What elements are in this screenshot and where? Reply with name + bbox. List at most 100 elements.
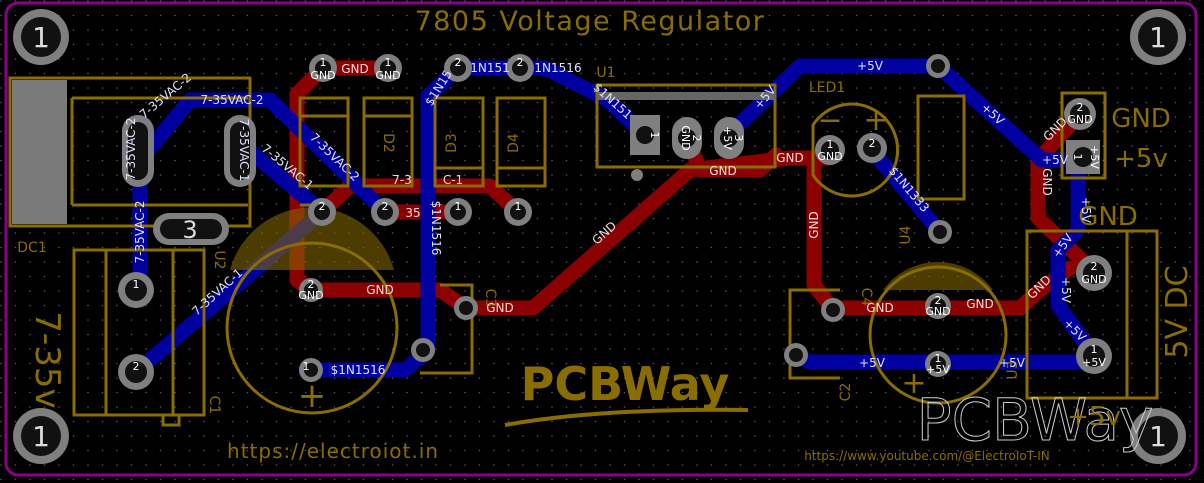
pad-net: GND (375, 69, 400, 82)
net-label-ac2: 7-35VAC-2 (200, 93, 263, 107)
net-label-1n1516-vert: $1N1516 (429, 201, 443, 256)
led-minus-icon: − (817, 103, 842, 138)
pad-num: 2 (133, 360, 140, 373)
u3-5v-label: +5v (1067, 402, 1121, 432)
led-plus-icon: + (863, 103, 888, 138)
mount-hole-bl-label: 1 (32, 420, 50, 453)
net-label-gnd: GND (807, 211, 821, 239)
mount-hole-br[interactable] (1130, 408, 1186, 464)
net-label-gnd: GND (966, 297, 994, 311)
pad-num: 2 (455, 56, 462, 69)
mount-hole-tr[interactable] (1130, 9, 1186, 65)
output-voltage-label: 5V DC (1160, 265, 1195, 358)
website-url: https://electroiot.in (227, 439, 439, 463)
refdes-c1: C1 (206, 396, 222, 415)
refdes-u1: U1 (596, 65, 615, 81)
refdes-dc1: DC1 (17, 240, 46, 256)
pad-num: 2 (935, 294, 942, 307)
net-label-5v-bottom: +5V (859, 356, 886, 370)
pad-num: 1 (320, 56, 327, 69)
refdes-d3: D3 (444, 133, 460, 153)
net-label-gnd: GND (366, 283, 394, 297)
refdes-led1: LED1 (809, 80, 845, 96)
u4-outline (916, 94, 966, 201)
header-outline (1060, 91, 1107, 180)
refdes-d2: D2 (380, 133, 396, 153)
refdes-u4: U4 (898, 225, 914, 244)
pad-num: 2 (308, 278, 315, 291)
input-voltage-label: 7-35v (27, 311, 67, 408)
refdes-c3: C3 (482, 289, 498, 308)
pad-num: 1 (385, 56, 392, 69)
pad-num: 1 (515, 200, 522, 213)
net-label-5v-u3: +5V (1059, 277, 1073, 304)
net-label-gnd: GND (709, 164, 737, 178)
mount-hole-bl[interactable] (13, 408, 69, 464)
pad-num: 2 (517, 56, 524, 69)
pad-net: GND (1067, 113, 1092, 126)
refdes-d4: D4 (506, 133, 522, 153)
u1-tab (597, 92, 775, 100)
pad-net: +5V (1082, 356, 1106, 369)
pad-num: 2 (1077, 101, 1084, 114)
d1-outline (298, 96, 350, 188)
net-label-ac1-front: 7-3 (392, 173, 412, 187)
net-label-ac2-vert: 7-35VAC-2 (133, 200, 147, 263)
d4-outline (495, 96, 547, 188)
pad-num: 1 (133, 278, 140, 291)
net-label-1n1516: 1N1516 (534, 61, 581, 75)
header-gnd-label: GND (1111, 104, 1171, 134)
refdes-u3: U3 (1005, 360, 1021, 379)
pad-net: +5V (926, 363, 950, 376)
net-label-5v: +5V (857, 59, 884, 73)
pad-num: 1 (455, 200, 462, 213)
pcbway-watermark: PCBWay (917, 386, 1154, 454)
pads (13, 9, 1186, 464)
pad-num: 2 (690, 135, 703, 142)
youtube-url: https://www.youtube.com/@ElectroIoT-IN (804, 449, 1050, 463)
pad-net: GND (817, 150, 842, 163)
pad-net: GND (1081, 273, 1106, 286)
pad-num: 1 (1091, 343, 1098, 356)
net-label-1n1516-c1: $1N1516 (331, 363, 386, 377)
silkscreen-layer (8, 76, 1159, 427)
mount-hole-br-label: 1 (1149, 420, 1167, 453)
net-label-1n151: 1N151 (470, 61, 510, 75)
pad-net: +5V (1088, 145, 1101, 169)
pad-net: GND (925, 305, 950, 318)
pad-num: 1 (648, 132, 661, 139)
net-label-5v-bottom-b: +5V (999, 356, 1026, 370)
pad-num: 3 (732, 135, 745, 142)
refdes-u2: U2 (211, 250, 227, 269)
pad-net: GND (298, 289, 323, 302)
net-label-5v-vert: +5V (1079, 197, 1093, 224)
u1-outline (595, 83, 777, 169)
net-label-gnd: GND (776, 151, 804, 165)
pad-num: 2 (382, 200, 389, 213)
u3-gnd-label: GND (1078, 202, 1138, 232)
pad-net: GND (310, 69, 335, 82)
refdes-c2: C2 (838, 383, 854, 402)
trace-1n1333 (862, 140, 948, 240)
d3-outline (433, 96, 485, 188)
pad-num: 2 (319, 200, 326, 213)
trace-1n1516-top (450, 60, 652, 143)
net-label-ac-short: 35 (405, 206, 420, 220)
trace-ac2 (132, 92, 393, 220)
pad-num: 1 (1071, 154, 1084, 161)
refdes-c4: C4 (858, 288, 874, 307)
net-label-gnd: GND (341, 62, 369, 76)
net-label-gnd: GND (486, 301, 514, 315)
pad-num: 1 (827, 138, 834, 151)
net-label-gnd: GND (1040, 168, 1054, 196)
pad-num: 2 (869, 137, 876, 150)
trace-5v-down (1050, 152, 1098, 358)
cap-c2-polarity-fill (883, 261, 993, 290)
mount-hole-tr-label: 1 (1149, 21, 1167, 54)
mount-hole-tl-label: 1 (32, 21, 50, 54)
mount-hole-tl[interactable] (13, 9, 69, 65)
net-label-ac2-pad: 7-35VAC-2 (124, 117, 138, 180)
pad-net: +5V (721, 126, 734, 150)
pcbway-logo: PCBWay (521, 357, 730, 411)
